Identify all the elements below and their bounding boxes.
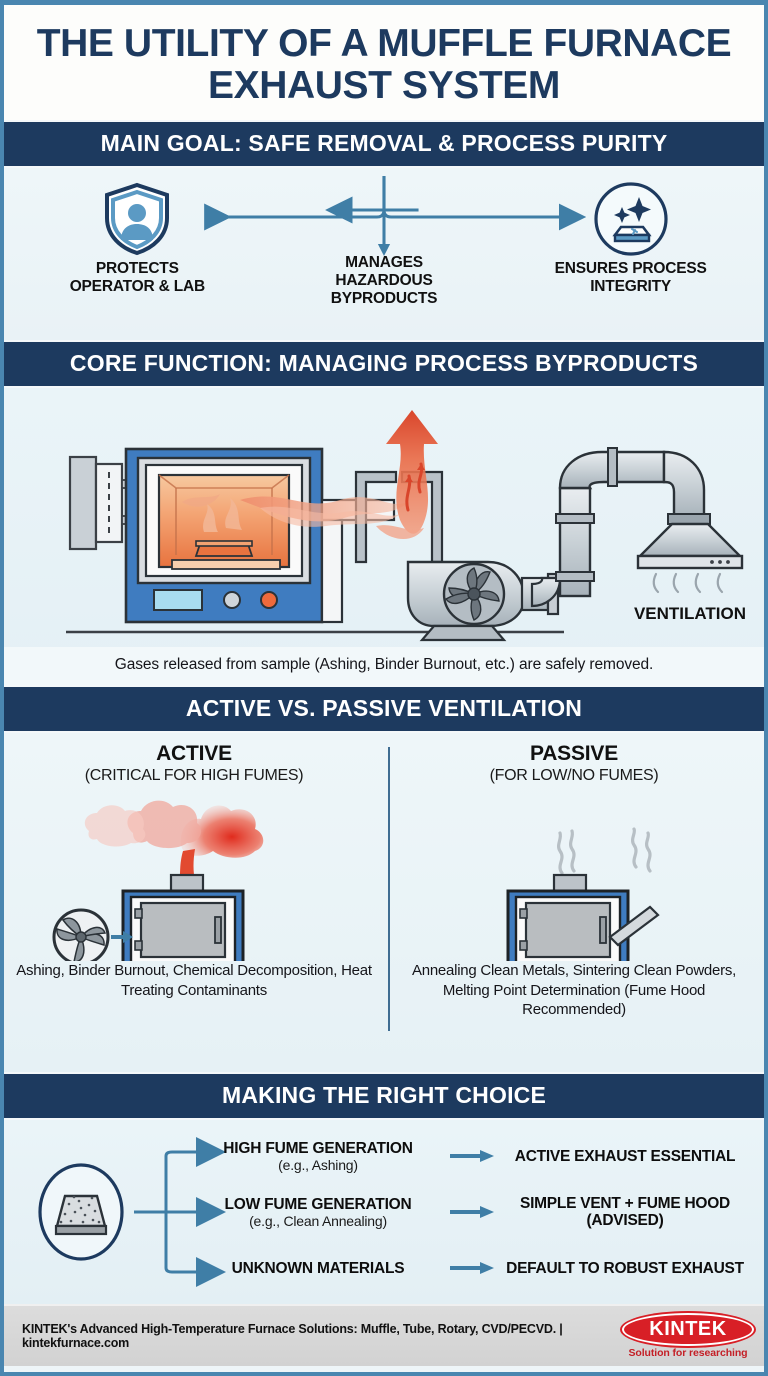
- decision-condition-low-wrap: LOW FUME GENERATION (e.g., Clean Anneali…: [192, 1196, 444, 1229]
- column-passive: PASSIVE (FOR LOW/NO FUMES): [384, 742, 764, 1064]
- column-divider: [388, 747, 390, 1032]
- decision-outcome-unknown: DEFAULT TO ROBUST EXHAUST: [506, 1259, 744, 1277]
- active-description: Ashing, Binder Burnout, Chemical Decompo…: [16, 962, 372, 999]
- band-active-vs-passive: ACTIVE VS. PASSIVE VENTILATION: [4, 685, 764, 734]
- passive-furnace-illustration: [396, 789, 752, 962]
- goal-integrity: ENSURES PROCESS INTEGRITY: [509, 182, 753, 296]
- goal-protects-label: PROTECTS OPERATOR & LAB: [69, 260, 205, 296]
- goal-manages: MANAGES HAZARDOUS BYPRODUCTS: [262, 182, 506, 308]
- kintek-logo: KINTEK Solution for researching: [622, 1313, 754, 1359]
- section-core-function: VENTILATION Gases released from sample (…: [4, 388, 764, 686]
- down-arrow-spacer-icon: [262, 182, 506, 256]
- section-right-choice: HIGH FUME GENERATION (e.g., Ashing) ACTI…: [4, 1120, 764, 1305]
- core-caption: Gases released from sample (Ashing, Bind…: [4, 647, 764, 686]
- decision-rows: HIGH FUME GENERATION (e.g., Ashing) ACTI…: [192, 1128, 750, 1296]
- passive-description: Annealing Clean Metals, Sintering Clean …: [411, 962, 737, 1019]
- page-title: THE UTILITY OF A MUFFLE FURNACE EXHAUST …: [36, 22, 732, 107]
- active-furnace-illustration: [16, 789, 372, 962]
- sample-crucible-icon: [26, 1160, 136, 1264]
- section-active-vs-passive: ACTIVE (CRITICAL FOR HIGH FUMES): [4, 733, 764, 1073]
- decision-example-low: (e.g., Clean Annealing): [249, 1213, 387, 1230]
- band-core-function: CORE FUNCTION: MANAGING PROCESS BYPRODUC…: [4, 340, 764, 389]
- goal-manages-label: MANAGES HAZARDOUS BYPRODUCTS: [330, 254, 438, 308]
- arrow-right-icon-low: [444, 1205, 500, 1219]
- active-subheading: (CRITICAL FOR HIGH FUMES): [84, 767, 304, 785]
- furnace-exhaust-diagram: VENTILATION: [66, 410, 746, 642]
- goal-protects: PROTECTS OPERATOR & LAB: [15, 182, 259, 296]
- decision-condition-high: HIGH FUME GENERATION: [223, 1139, 413, 1157]
- decision-condition-high-wrap: HIGH FUME GENERATION (e.g., Ashing): [192, 1140, 444, 1173]
- active-heading: ACTIVE: [156, 742, 232, 766]
- band-main-goal: MAIN GOAL: SAFE REMOVAL & PROCESS PURITY: [4, 120, 764, 169]
- sparkle-sample-icon: [509, 182, 753, 257]
- kintek-logo-name: KINTEK: [649, 1318, 727, 1341]
- decision-condition-unknown: UNKNOWN MATERIALS: [231, 1259, 405, 1277]
- footer: KINTEK's Advanced High-Temperature Furna…: [4, 1304, 764, 1367]
- shield-person-icon: [15, 182, 259, 256]
- arrow-right-icon-high: [444, 1149, 500, 1163]
- passive-heading: PASSIVE: [529, 742, 619, 766]
- decision-row-high: HIGH FUME GENERATION (e.g., Ashing) ACTI…: [192, 1128, 750, 1184]
- arrow-right-icon-unknown: [444, 1261, 500, 1275]
- decision-condition-unknown-wrap: UNKNOWN MATERIALS: [192, 1260, 444, 1277]
- kintek-logo-tagline: Solution for researching: [628, 1347, 748, 1360]
- kintek-logo-pill: KINTEK: [622, 1313, 754, 1347]
- ventilation-label: VENTILATION: [634, 604, 746, 623]
- goal-row: PROTECTS OPERATOR & LAB MANAGES HAZARDOU…: [14, 182, 754, 324]
- section-main-goal: PROTECTS OPERATOR & LAB MANAGES HAZARDOU…: [4, 168, 764, 341]
- goal-integrity-label: ENSURES PROCESS INTEGRITY: [554, 260, 707, 296]
- decision-condition-low: LOW FUME GENERATION: [224, 1195, 412, 1213]
- decision-row-low: LOW FUME GENERATION (e.g., Clean Anneali…: [192, 1184, 750, 1240]
- column-active: ACTIVE (CRITICAL FOR HIGH FUMES): [4, 742, 384, 1064]
- decision-example-high: (e.g., Ashing): [278, 1157, 358, 1174]
- title-block: THE UTILITY OF A MUFFLE FURNACE EXHAUST …: [4, 5, 764, 121]
- footer-text: KINTEK's Advanced High-Temperature Furna…: [22, 1322, 563, 1351]
- decision-outcome-high: ACTIVE EXHAUST ESSENTIAL: [514, 1147, 736, 1165]
- band-right-choice: MAKING THE RIGHT CHOICE: [4, 1072, 764, 1121]
- passive-subheading: (FOR LOW/NO FUMES): [489, 767, 659, 785]
- decision-outcome-low: SIMPLE VENT + FUME HOOD (ADVISED): [520, 1194, 730, 1230]
- decision-row-unknown: UNKNOWN MATERIALS DEFAULT TO ROBUST EXHA…: [192, 1240, 750, 1296]
